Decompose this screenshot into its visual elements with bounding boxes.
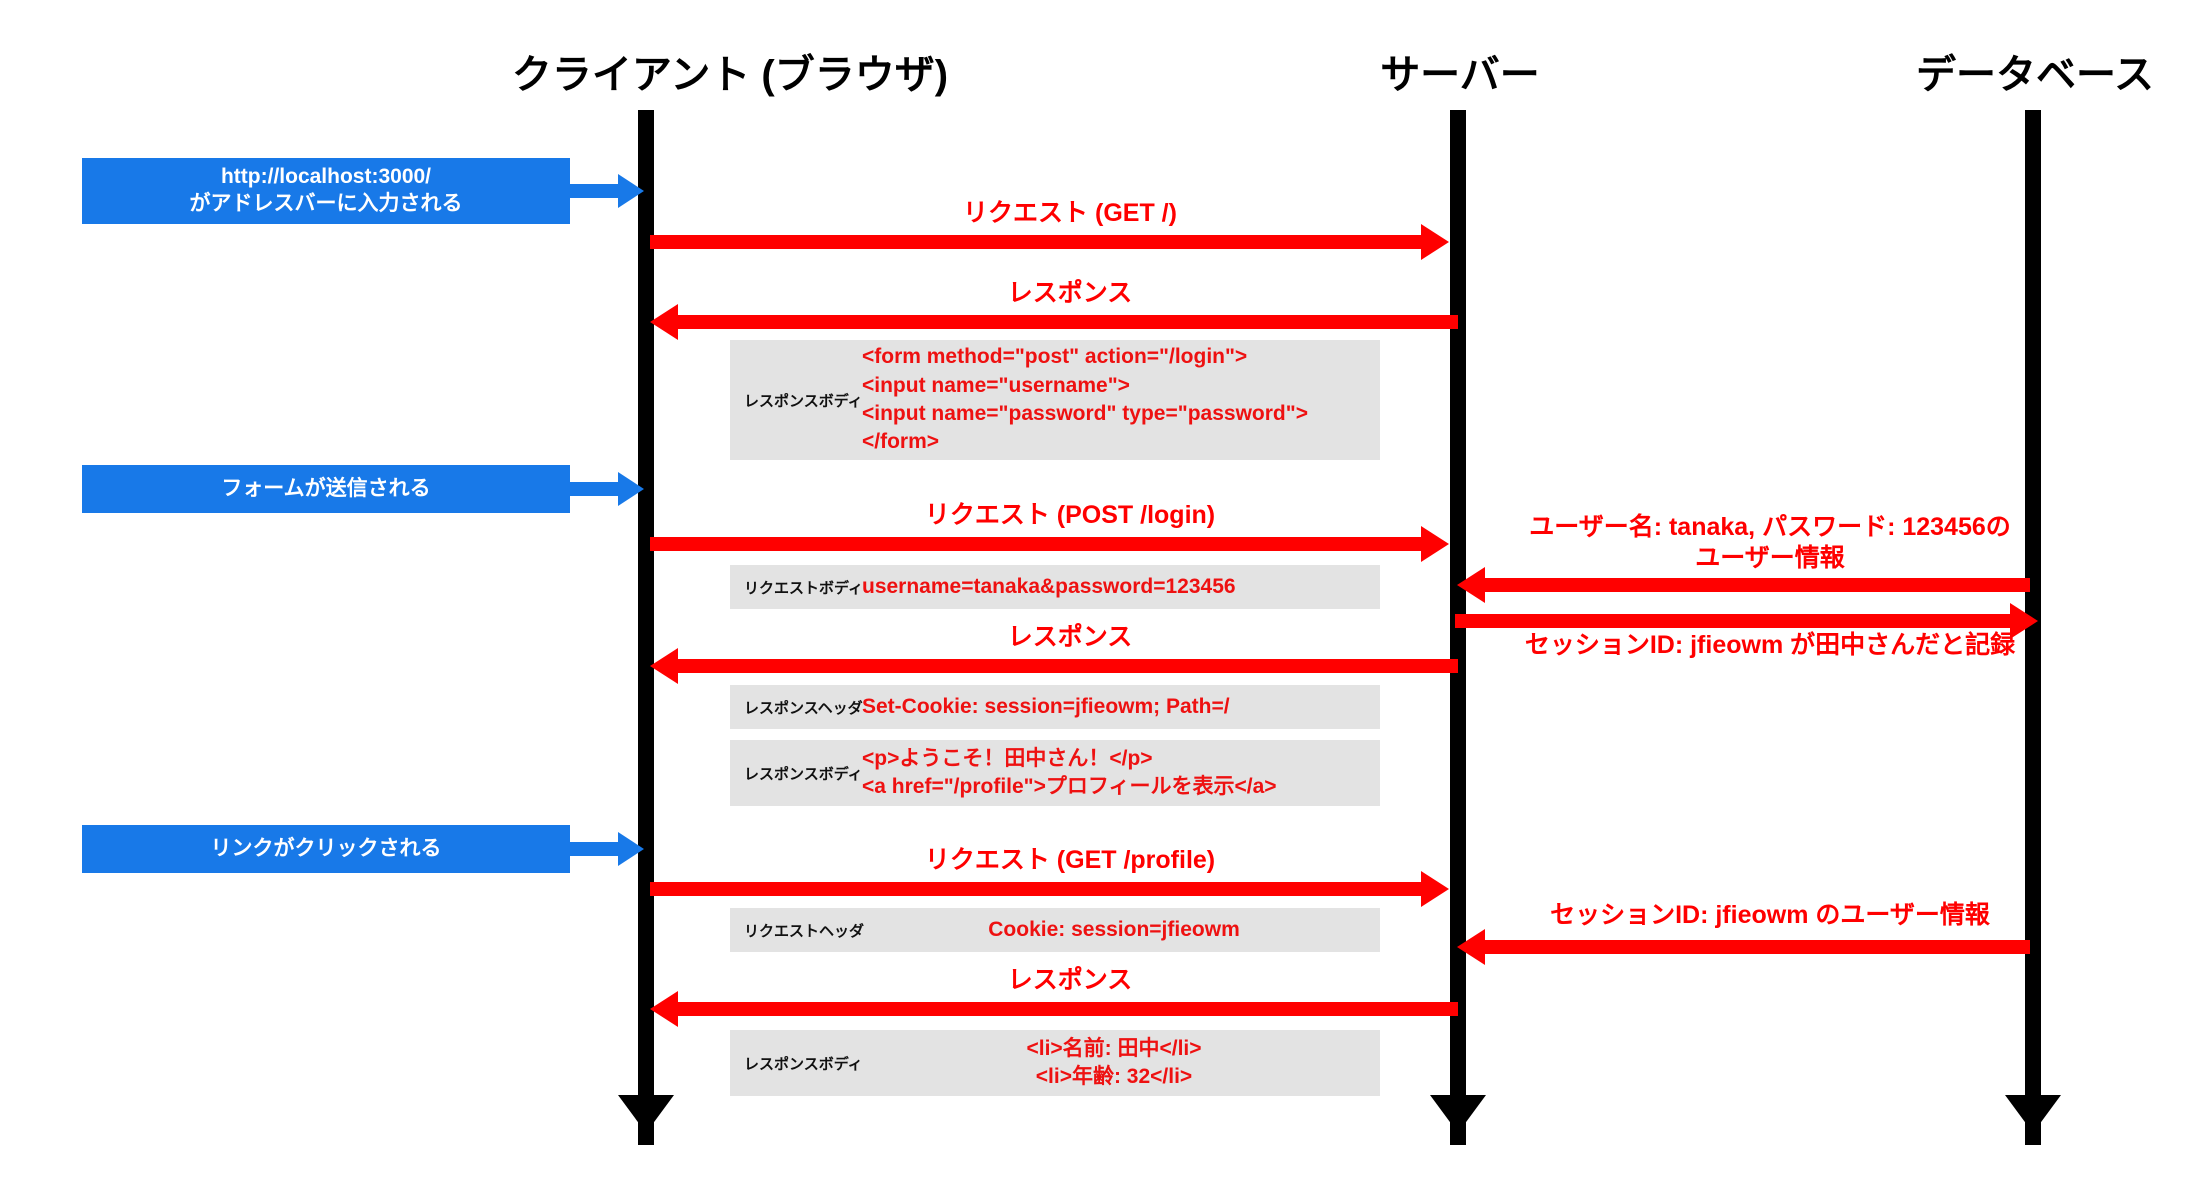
detail-value-response-header-set-cookie: Set-Cookie: session=jfieowm; Path=/ [862, 694, 1230, 718]
message-label-db-session-record: セッションID: jfieowm が田中さんだと記録 [1524, 631, 2016, 659]
detail-key-response-header-set-cookie: レスポンスヘッダ [744, 699, 863, 717]
message-head-res-profile [650, 991, 678, 1027]
message-shaft-db-user-lookup [1485, 578, 2030, 592]
detail-response-body-welcome: レスポンスボディ <p>ようこそ！田中さん！</p> <a href="/pro… [730, 740, 1380, 806]
message-head-req-get-profile [1421, 871, 1449, 907]
lifeline-client [638, 110, 654, 1145]
actor-event-form-submitted-arrow-shaft [566, 482, 624, 496]
detail-key-request-header-cookie: リクエストヘッダ [744, 922, 865, 940]
message-shaft-req-get-root [650, 235, 1425, 249]
message-head-req-post-login [1421, 526, 1449, 562]
detail-key-request-body-credentials: リクエストボディ [744, 579, 863, 597]
detail-value-request-body-credentials: username=tanaka&password=123456 [862, 574, 1236, 598]
actor-event-url-entered: http://localhost:3000/ がアドレスバーに入力される [82, 158, 570, 224]
message-shaft-req-get-profile [650, 882, 1425, 896]
actor-event-form-submitted: フォームが送信される [82, 465, 570, 513]
message-shaft-db-session-lookup [1485, 940, 2030, 954]
message-label-res-profile: レスポンス [1007, 966, 1133, 994]
message-shaft-res-root [678, 315, 1458, 329]
message-label-req-post-login: リクエスト (POST /login) [924, 501, 1216, 529]
detail-response-body-profile: レスポンスボディ <li>名前: 田中</li> <li>年齢: 32</li> [730, 1030, 1380, 1096]
actor-event-form-submitted-arrow-head [618, 472, 644, 506]
participant-label-database: データベース [1916, 53, 2154, 97]
message-head-db-session-lookup [1457, 929, 1485, 965]
detail-value-response-body-welcome: <p>ようこそ！田中さん！</p> <a href="/profile">プロフ… [862, 746, 1277, 798]
participant-label-client: クライアント (ブラウザ) [511, 53, 949, 97]
lifeline-database-end-arrow [2005, 1095, 2061, 1133]
message-shaft-res-login [678, 659, 1458, 673]
message-label-req-get-root: リクエスト (GET /) [963, 199, 1177, 227]
actor-event-link-clicked: リンクがクリックされる [82, 825, 570, 873]
actor-event-link-clicked-arrow-shaft [566, 842, 624, 856]
detail-key-response-body-login-form: レスポンスボディ [744, 392, 863, 410]
message-head-req-get-root [1421, 224, 1449, 260]
message-shaft-req-post-login [650, 537, 1425, 551]
detail-request-header-cookie: リクエストヘッダ Cookie: session=jfieowm [730, 908, 1380, 952]
actor-event-link-clicked-arrow-head [618, 832, 644, 866]
actor-event-url-entered-arrow-head [618, 174, 644, 208]
detail-response-header-set-cookie: レスポンスヘッダ Set-Cookie: session=jfieowm; Pa… [730, 685, 1380, 729]
message-label-db-user-lookup: ユーザー名: tanaka, パスワード: 123456の ユーザー情報 [1529, 513, 2011, 572]
message-head-res-root [650, 304, 678, 340]
message-label-req-get-profile: リクエスト (GET /profile) [924, 846, 1216, 874]
detail-value-response-body-profile: <li>名前: 田中</li> <li>年齢: 32</li> [1026, 1036, 1202, 1088]
detail-value-response-body-login-form: <form method="post" action="/login"> <in… [862, 345, 1308, 454]
participant-label-server: サーバー [1380, 53, 1540, 97]
message-head-db-user-lookup [1457, 567, 1485, 603]
lifeline-client-end-arrow [618, 1095, 674, 1133]
message-label-db-session-lookup: セッションID: jfieowm のユーザー情報 [1550, 901, 1990, 929]
detail-key-response-body-profile: レスポンスボディ [744, 1055, 863, 1073]
message-shaft-db-session-record [1455, 614, 2015, 628]
message-shaft-res-profile [678, 1002, 1458, 1016]
lifeline-server-end-arrow [1430, 1095, 1486, 1133]
detail-value-request-header-cookie: Cookie: session=jfieowm [988, 917, 1240, 941]
detail-response-body-login-form: レスポンスボディ <form method="post" action="/lo… [730, 340, 1380, 460]
actor-event-url-entered-arrow-shaft [566, 184, 624, 198]
message-head-res-login [650, 648, 678, 684]
message-label-res-root: レスポンス [1007, 279, 1133, 307]
detail-request-body-credentials: リクエストボディ username=tanaka&password=123456 [730, 565, 1380, 609]
detail-key-response-body-welcome: レスポンスボディ [744, 765, 863, 783]
message-head-db-session-record [2010, 603, 2038, 639]
message-label-res-login: レスポンス [1007, 623, 1133, 651]
